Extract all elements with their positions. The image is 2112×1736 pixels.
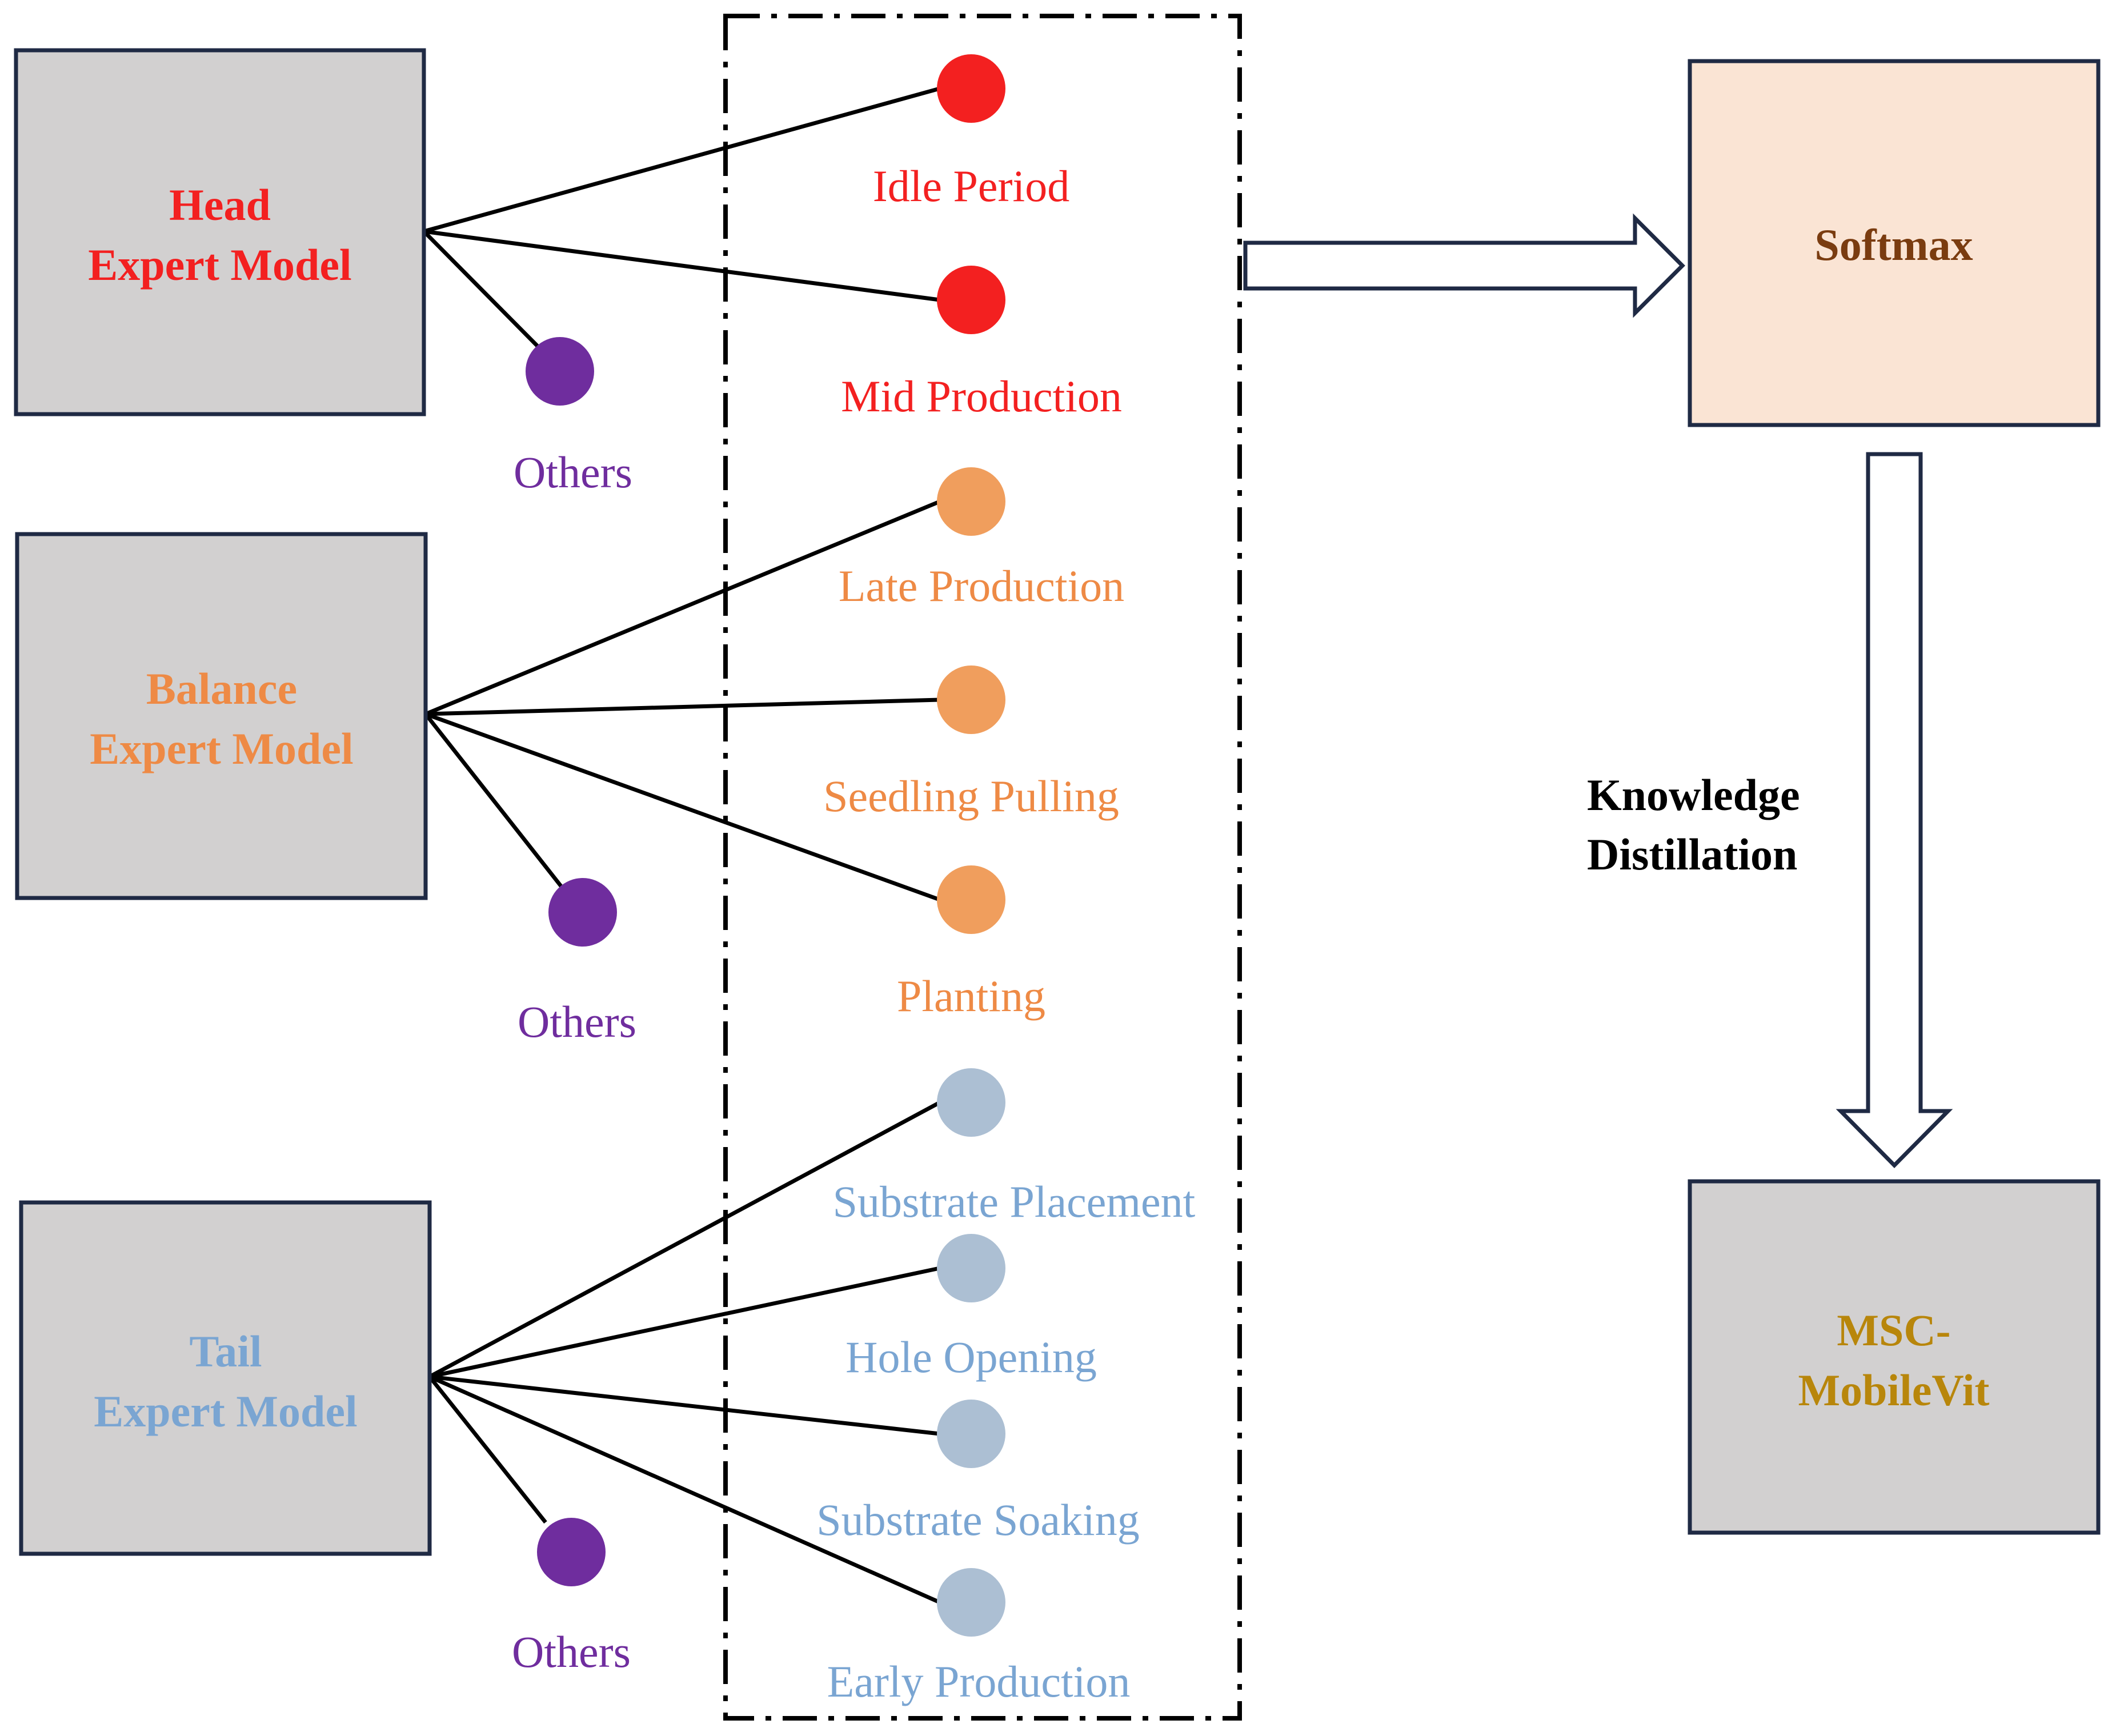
tail-expert-subtitle: Expert Model xyxy=(94,1386,357,1436)
late-production-node xyxy=(937,467,1005,536)
balance-expert-box xyxy=(15,532,428,900)
head-others-label: Others xyxy=(514,447,632,497)
late-production-label: Late Production xyxy=(839,561,1124,611)
softmax-block: Softmax xyxy=(1688,59,2101,427)
tail-expert-box xyxy=(19,1200,432,1556)
hole-opening-label: Hole Opening xyxy=(845,1332,1097,1382)
balance-expert-subtitle: Expert Model xyxy=(90,724,353,773)
student-model-box xyxy=(1688,1179,2101,1535)
head-others-node xyxy=(526,337,594,406)
seedling-pulling-label: Seedling Pulling xyxy=(823,771,1119,821)
tail-to-early-line xyxy=(428,1374,941,1605)
softmax-label: Softmax xyxy=(1814,220,1973,270)
idle-period-label: Idle Period xyxy=(873,161,1069,211)
idle-period-node xyxy=(937,54,1005,123)
others-nodes: Others Others Others xyxy=(512,337,636,1677)
tail-expert-model: Tail Expert Model xyxy=(19,1200,432,1556)
balance-expert-title: Balance xyxy=(146,664,297,713)
seedling-pulling-node xyxy=(937,665,1005,734)
right-arrow-icon xyxy=(1243,213,1685,318)
head-to-others-line xyxy=(422,230,542,350)
head-class-nodes: Idle Period Mid Production xyxy=(841,54,1122,421)
student-model-block: MSC- MobileVit xyxy=(1688,1179,2101,1535)
distillation-label-line1: Knowledge xyxy=(1587,770,1800,820)
balance-to-others-line xyxy=(424,712,564,890)
mid-production-node xyxy=(937,266,1005,334)
tail-to-soaking-line xyxy=(429,1374,940,1436)
planting-label: Planting xyxy=(897,971,1045,1021)
head-expert-box xyxy=(14,48,426,416)
substrate-soaking-node xyxy=(937,1400,1005,1468)
student-model-line2: MobileVit xyxy=(1798,1365,1989,1415)
substrate-placement-label: Substrate Placement xyxy=(833,1177,1196,1226)
tail-to-others-line xyxy=(428,1375,547,1524)
balance-class-nodes: Late Production Seedling Pulling Plantin… xyxy=(823,467,1124,1021)
tail-expert-title: Tail xyxy=(189,1326,262,1376)
tail-to-hole-line xyxy=(429,1266,940,1379)
mid-production-label: Mid Production xyxy=(841,371,1122,421)
head-expert-subtitle: Expert Model xyxy=(88,240,351,290)
class-group-frame xyxy=(723,14,1242,1721)
hole-opening-node xyxy=(937,1234,1005,1302)
early-production-label: Early Production xyxy=(827,1657,1131,1706)
balance-others-node xyxy=(548,878,617,947)
early-production-node xyxy=(937,1568,1005,1637)
substrate-soaking-label: Substrate Soaking xyxy=(816,1495,1139,1545)
balance-to-late-line xyxy=(424,499,941,716)
softmax-box xyxy=(1688,59,2101,427)
down-arrow-icon xyxy=(1836,452,1953,1168)
distillation-label-line2: Distillation xyxy=(1587,829,1797,879)
head-expert-model: Head Expert Model xyxy=(14,48,426,416)
tail-others-label: Others xyxy=(512,1627,631,1677)
head-to-mid-line xyxy=(423,229,940,302)
connector-lines xyxy=(422,86,941,1605)
planting-node xyxy=(937,865,1005,934)
student-model-line1: MSC- xyxy=(1837,1305,1950,1355)
balance-to-seedling-line xyxy=(425,697,940,716)
balance-expert-model: Balance Expert Model xyxy=(15,532,428,900)
tail-to-placement-line xyxy=(428,1100,941,1379)
balance-to-planting-line xyxy=(424,712,941,902)
head-to-idle-line xyxy=(423,86,940,234)
tail-others-node xyxy=(537,1518,606,1586)
balance-others-label: Others xyxy=(518,997,636,1047)
tail-class-nodes: Substrate Placement Hole Opening Substra… xyxy=(816,1068,1196,1706)
head-expert-title: Head xyxy=(169,180,271,230)
substrate-placement-node xyxy=(937,1068,1005,1137)
